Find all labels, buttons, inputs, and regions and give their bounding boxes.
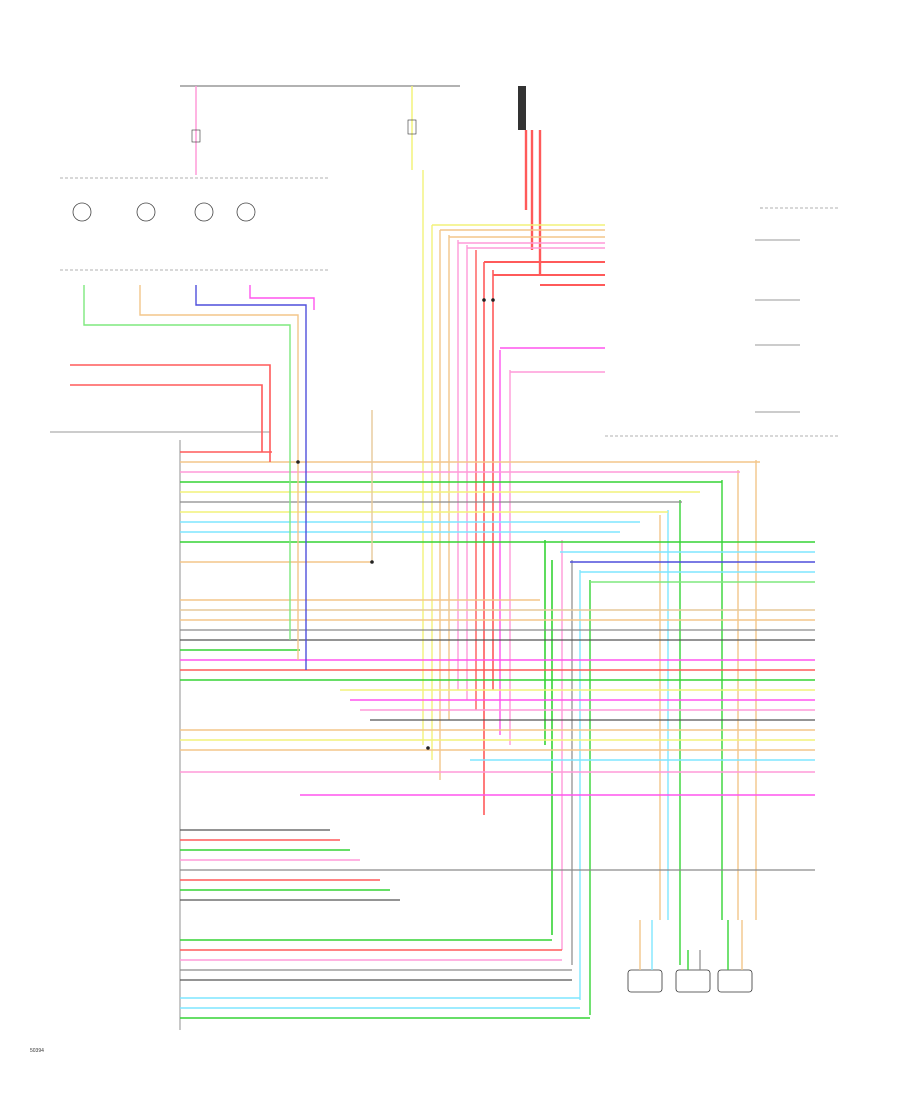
splice-dot-1 [296,460,300,464]
wire-red-lf [70,364,271,462]
splice-points [296,298,495,750]
power-distribution-area [60,85,840,437]
wire-cluster-green [83,285,291,640]
wire-cluster-orange [139,285,299,660]
bottom-pin-wires [180,829,815,1019]
wheel-speed-sensors [627,920,753,993]
indicator-lamp-4 [236,202,256,222]
indicator-lamp-3 [194,202,214,222]
indicator-lamp-1 [72,202,92,222]
sensor-box-right-front [675,969,711,993]
wire-red-lf-2 [70,384,263,452]
module-connector [50,431,270,1030]
wire-cluster-magenta [249,285,315,310]
splice-dot-5 [491,298,495,302]
cluster-drop-wires [70,285,373,670]
sensor-box-left-front [627,969,663,993]
figure-number: 50394 [30,1048,44,1054]
fuse-symbol-middle [407,119,417,135]
horizontal-right-wires [432,224,605,373]
splice-dot-4 [482,298,486,302]
sensor-box-rear [717,969,753,993]
splice-dot-3 [426,746,430,750]
relay-block [755,239,800,413]
indicator-lamp-2 [136,202,156,222]
wire-cluster-blue [195,285,307,670]
splice-dot-2 [370,560,374,564]
fuse-symbol-left [191,129,201,143]
fusible-link [518,86,526,130]
module-pin-wires [180,451,815,796]
